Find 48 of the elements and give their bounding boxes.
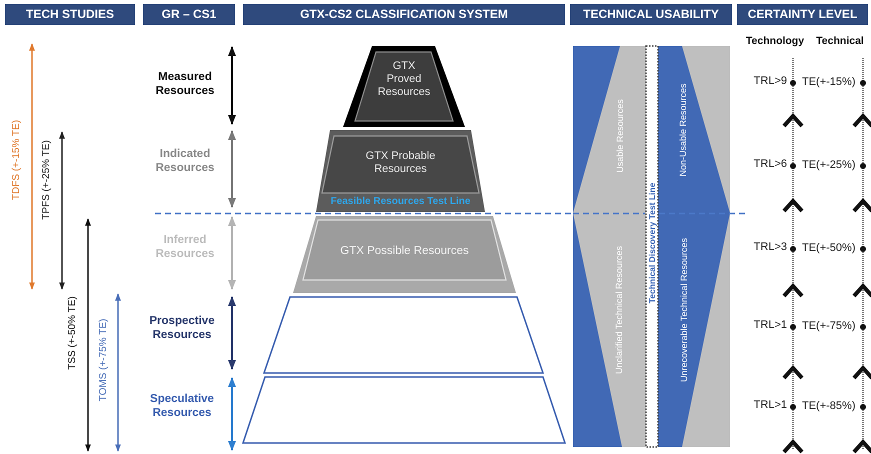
- test-line-strip: [646, 46, 658, 447]
- certainty-value: TRL>6: [754, 158, 787, 172]
- level-label: Non-Usable Resources: [677, 82, 689, 179]
- column-header: [143, 4, 235, 25]
- header-text: TECH STUDIES: [24, 7, 115, 22]
- level-label: Technical Discovery Test Line: [646, 182, 658, 306]
- certainty-value: TE(+-15%): [802, 76, 856, 90]
- level-label: GTX Proved Resources: [376, 60, 432, 100]
- certainty-value: TE(+-25%): [802, 159, 856, 172]
- usability-band: [573, 46, 646, 447]
- column-header: [737, 4, 868, 25]
- resource-class-label: Inferred Resources: [154, 234, 216, 262]
- column-header: [243, 4, 565, 25]
- header-text: CERTAINTY LEVEL: [746, 7, 858, 22]
- test-line-label: Feasible Resources Test Line: [330, 196, 472, 208]
- level-label: Usable Resources: [614, 98, 626, 175]
- pyramid-level: [293, 216, 516, 293]
- column-label: Technology: [744, 35, 806, 48]
- level-label: Unclarified Technical Resources: [613, 245, 625, 376]
- study-label: TDFS (+-15% TE): [11, 118, 23, 202]
- pyramid-level: [343, 46, 465, 127]
- resource-class-label: Speculative Resources: [149, 393, 215, 421]
- level-label: GTX Probable Resources: [364, 150, 436, 176]
- usability-band: [658, 46, 730, 447]
- certainty-value: TE(+-50%): [802, 242, 856, 256]
- header-text: GTX-CS2 CLASSIFICATION SYSTEM: [299, 7, 509, 22]
- resource-class-label: Measured Resources: [154, 71, 216, 99]
- study-label: TPFS (+-25% TE): [41, 139, 53, 222]
- pyramid-level: [316, 130, 485, 212]
- column-header: [5, 4, 135, 25]
- certainty-value: TE(+-75%): [802, 320, 856, 334]
- certainty-value: TRL>1: [754, 319, 787, 332]
- certainty-value: TRL>3: [754, 241, 787, 254]
- trapezoid-shape: [243, 377, 565, 443]
- level-label: Unrecoverable Technical Resources: [678, 237, 690, 384]
- column-label: Technical: [815, 35, 865, 48]
- header-text: GR – CS1: [160, 7, 218, 22]
- header-text: TECHNICAL USABILITY: [582, 7, 720, 22]
- certainty-value: TRL>9: [754, 75, 787, 88]
- study-label: TSS (+-50% TE): [67, 295, 79, 372]
- resource-class-label: Indicated Resources: [154, 148, 216, 176]
- certainty-value: TRL>1: [754, 399, 787, 412]
- level-label: GTX Possible Resources: [339, 245, 470, 259]
- resource-class-label: Prospective Resources: [148, 315, 216, 343]
- certainty-value: TE(+-85%): [802, 400, 856, 414]
- trapezoid-shape: [264, 297, 543, 373]
- column-header: [570, 4, 732, 25]
- study-label: TOMS (+-75% TE): [98, 318, 110, 404]
